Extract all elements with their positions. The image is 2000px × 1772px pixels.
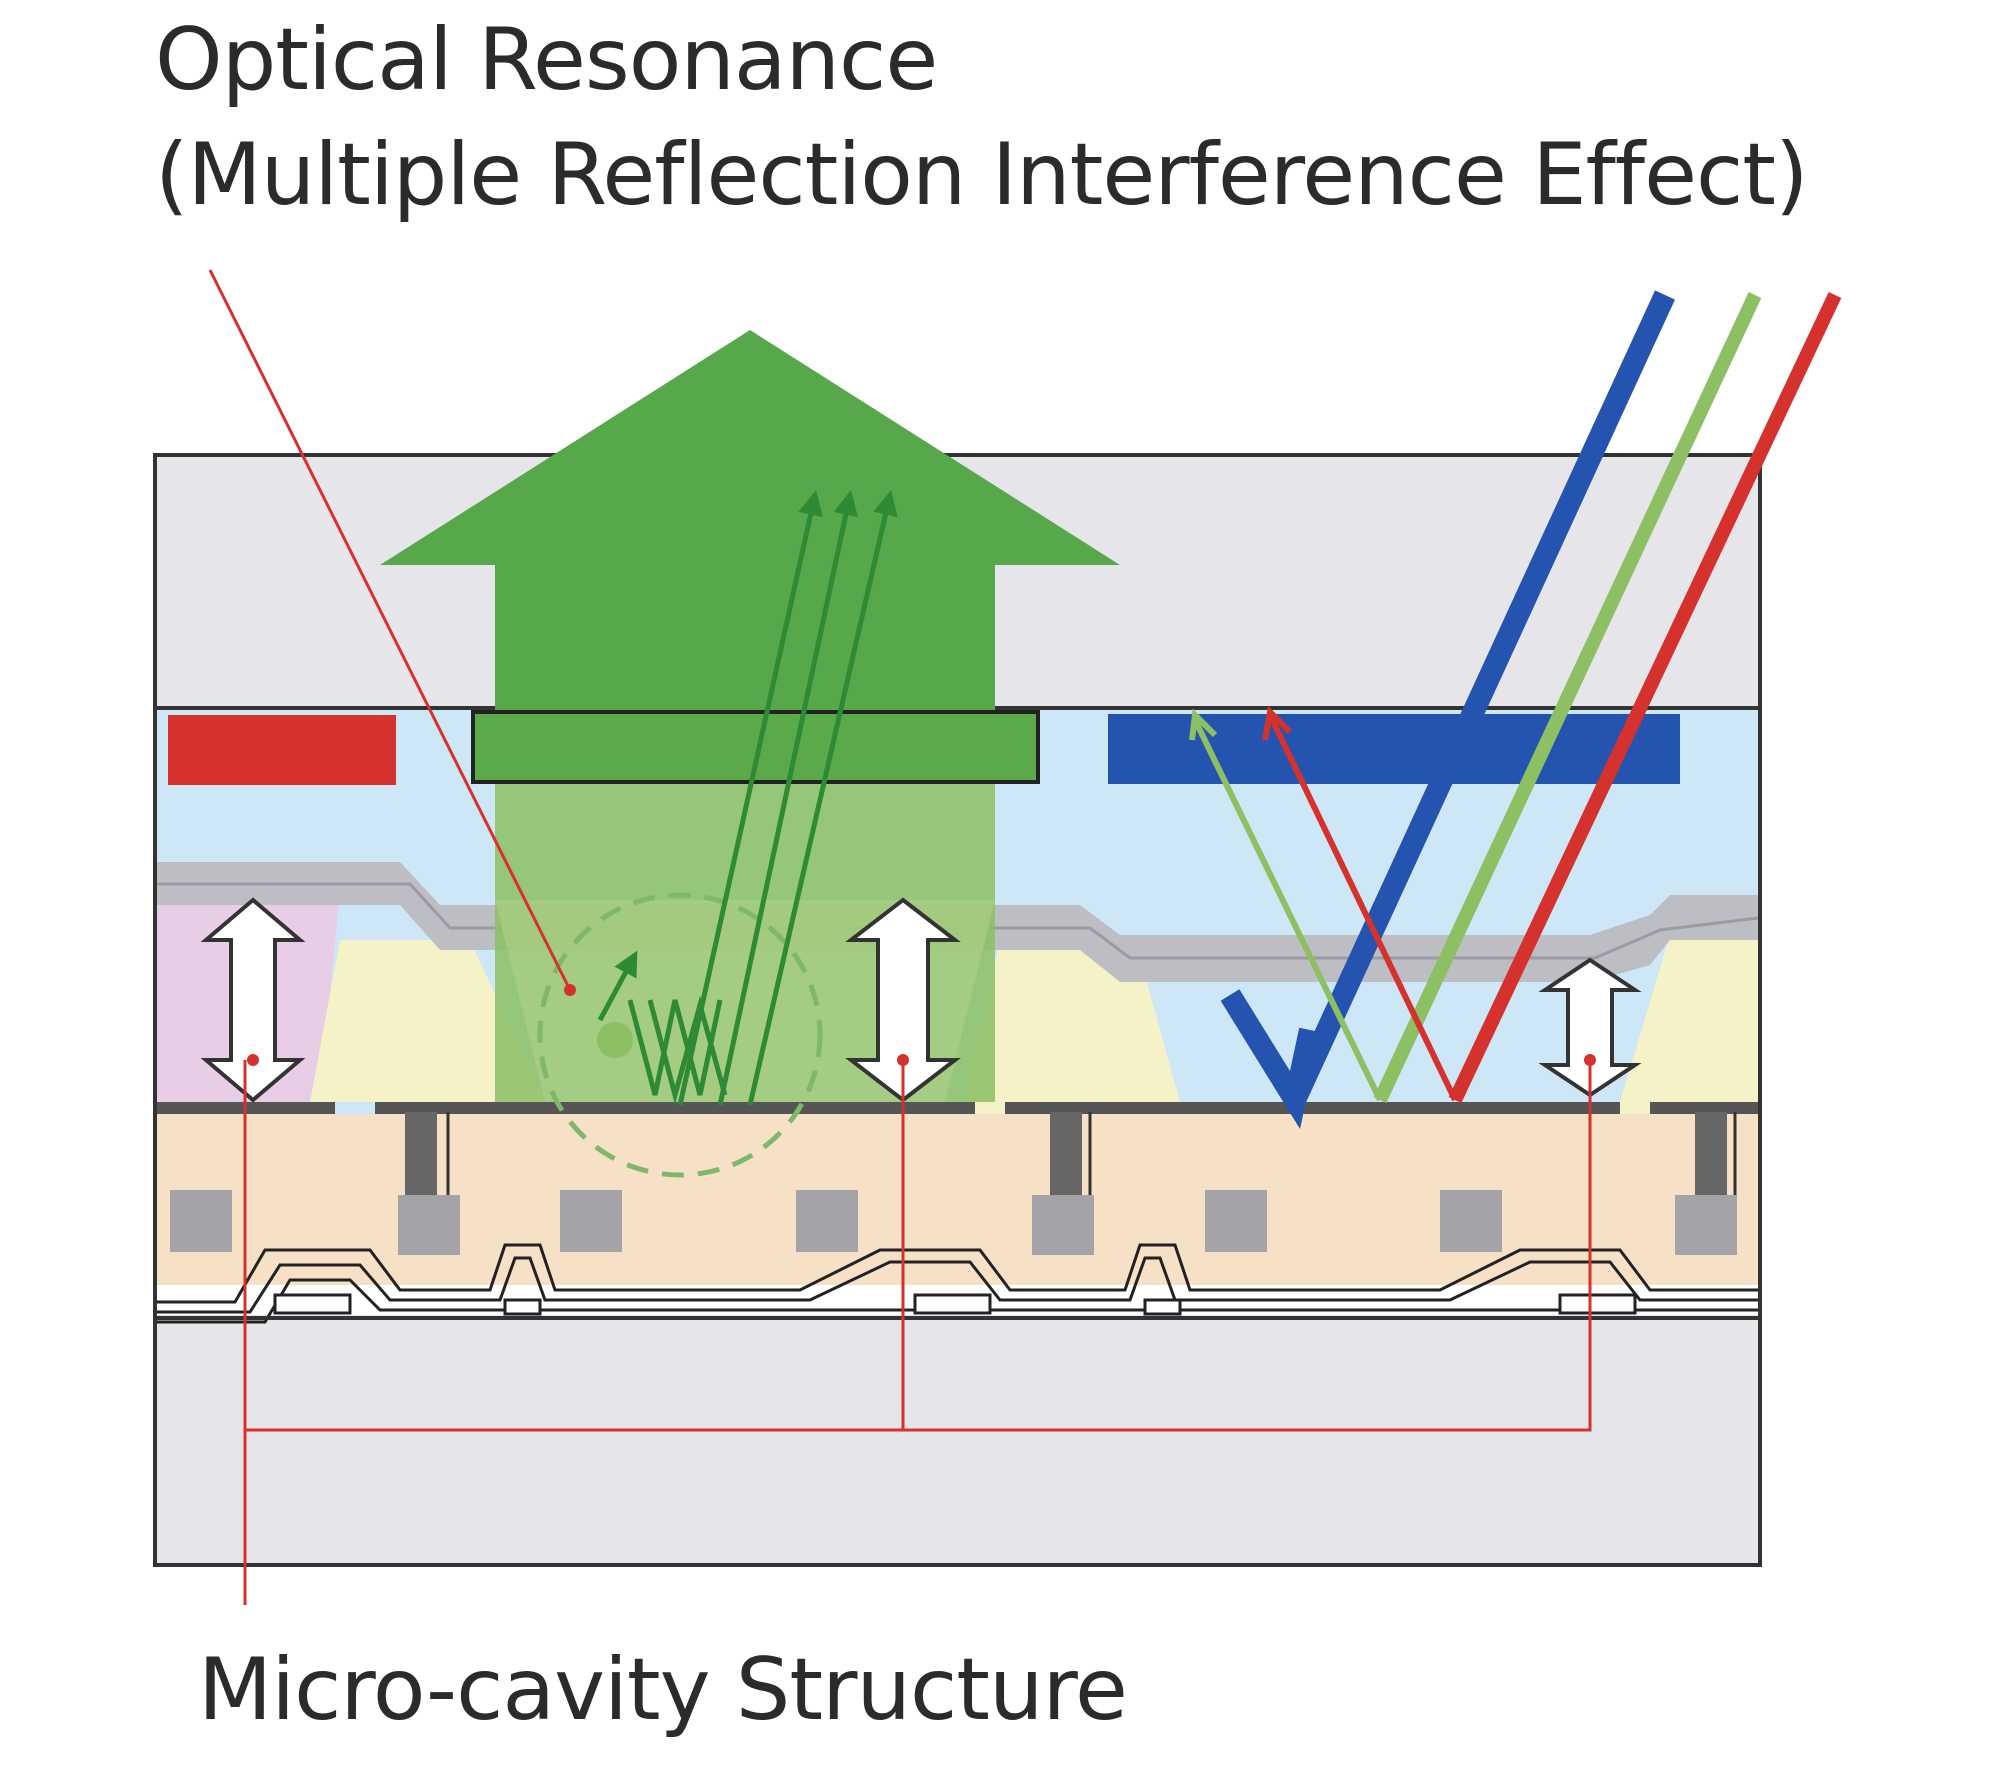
red-color-filter: [168, 715, 396, 785]
green-reflection-arrows: [597, 490, 898, 1106]
green-emission-arrow-shaft: [495, 565, 995, 710]
tft-gate-blocks: [273, 1293, 1637, 1316]
micro-cavity-label: Micro-cavity Structure: [198, 1640, 1128, 1740]
incident-rays: [1189, 290, 1842, 1130]
multiple-reflection-subtitle: (Multiple Reflection Interference Effect…: [155, 125, 1809, 225]
tft-gray-blocks: [170, 1190, 1737, 1255]
resonance-dashed-circle: [537, 892, 823, 1178]
leader-lines: [208, 269, 1592, 1605]
resonance-dot: [597, 1022, 633, 1058]
bank-region-3: [1620, 935, 1758, 1102]
tft-wavy-lines: [157, 1243, 1758, 1324]
leader-dots: [247, 984, 1596, 1066]
cavity-double-arrow-left: [200, 897, 306, 1103]
optical-resonance-title: Optical Resonance: [155, 10, 938, 110]
cathode-line: [157, 882, 1759, 960]
bank-region-1: [310, 940, 545, 1102]
